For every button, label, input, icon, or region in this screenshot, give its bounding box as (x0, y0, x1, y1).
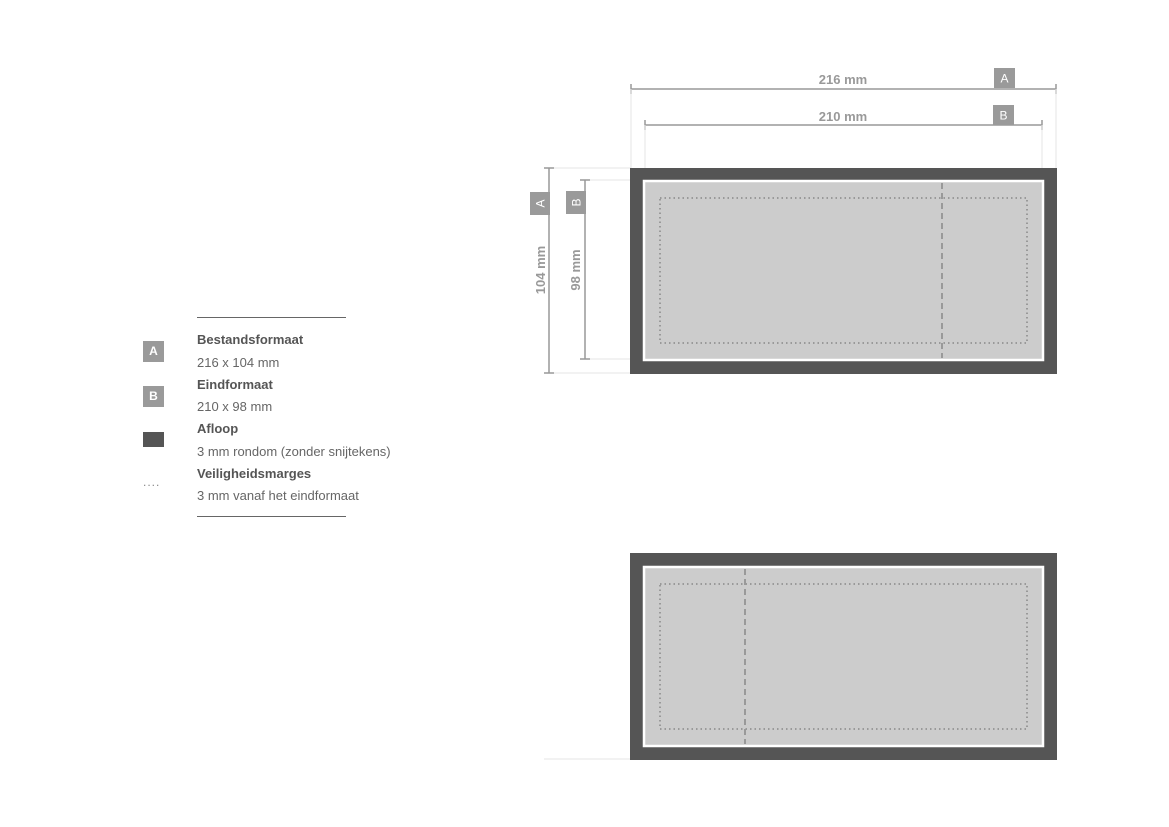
legend-top-divider (197, 317, 346, 318)
width-total-label: 216 mm (819, 72, 867, 87)
trim-area (642, 179, 1045, 362)
legend-desc-bestandsformaat: 216 x 104 mm (197, 355, 280, 370)
dimension-width-total: 216 mm A (630, 68, 1057, 94)
badge-b-icon (993, 105, 1014, 125)
front-side-template (630, 168, 1057, 374)
badge-a-label: A (1000, 72, 1008, 86)
height-total-label: 104 mm (533, 246, 548, 294)
dimension-width-final: 210 mm B (644, 105, 1043, 130)
width-final-label: 210 mm (819, 109, 867, 124)
badge-b-label: B (999, 109, 1007, 123)
badge-b-icon (566, 191, 586, 214)
legend-title-veiligheidsmarges: Veiligheidsmarges (197, 466, 312, 481)
back-side-template (630, 553, 1057, 760)
legend-desc-afloop: 3 mm rondom (zonder snijtekens) (197, 444, 391, 459)
badge-b-label: B (570, 198, 584, 206)
bleed-swatch-icon (143, 432, 164, 447)
badge-a-label: A (534, 199, 548, 207)
badge-a-icon: A (143, 341, 164, 362)
dotted-line-icon: .... (143, 475, 161, 489)
height-final-label: 98 mm (568, 249, 583, 290)
badge-b-icon: B (143, 386, 164, 407)
legend-title-afloop: Afloop (197, 421, 239, 436)
legend-title-bestandsformaat: Bestandsformaat (197, 332, 304, 347)
badge-a-icon (530, 192, 550, 215)
trim-area (642, 565, 1045, 748)
dimension-height-total: A 104 mm (530, 167, 554, 374)
legend-desc-veiligheidsmarges: 3 mm vanaf het eindformaat (197, 488, 359, 503)
badge-a-icon (994, 68, 1015, 88)
legend-bottom-divider (197, 516, 346, 517)
dimension-height-final: B 98 mm (566, 179, 590, 360)
legend: A Bestandsformaat 216 x 104 mm B Eindfor… (0, 0, 460, 560)
legend-title-eindformaat: Eindformaat (197, 377, 273, 392)
legend-desc-eindformaat: 210 x 98 mm (197, 399, 273, 414)
